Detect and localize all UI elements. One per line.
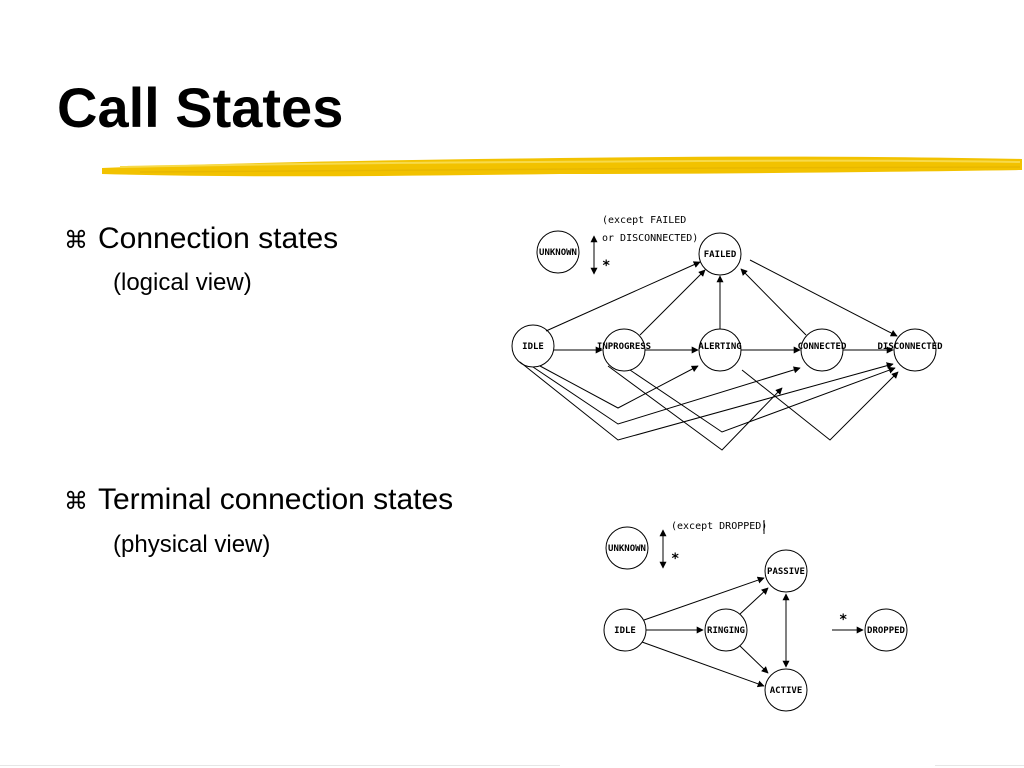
state-node-dropped bbox=[864, 608, 908, 652]
connection-note-line1: (except FAILED bbox=[602, 215, 686, 226]
terminal-connection-states-diagram: UNKNOWN PASSIVE IDLE RINGING ACTIVE DROP… bbox=[603, 520, 908, 712]
transition-ringing-active bbox=[739, 645, 769, 674]
transition-inprogress-connected bbox=[607, 365, 783, 451]
state-label-ringing: RINGING bbox=[707, 626, 745, 636]
state-label-connected: CONNECTED bbox=[798, 342, 847, 352]
connection-states-diagram: UNKNOWN FAILED IDLE INPROGRESS ALERTING … bbox=[511, 215, 943, 451]
transition-idle-alerting bbox=[539, 365, 699, 409]
footer-divider-right bbox=[935, 765, 1024, 766]
bullet-terminal-connection-states: ⌘ Terminal connection states bbox=[64, 485, 453, 515]
state-label-alerting: ALERTING bbox=[698, 342, 741, 352]
state-node-active bbox=[764, 668, 808, 712]
terminal-star-left: * bbox=[671, 551, 679, 567]
terminal-note: (except DROPPED) bbox=[671, 521, 767, 532]
transition-idle-failed bbox=[545, 261, 701, 332]
transition-idle-active bbox=[641, 641, 765, 688]
transition-connected-failed bbox=[740, 268, 807, 336]
state-node-unknown bbox=[536, 230, 580, 274]
sub-bullet-physical-view: (physical view) bbox=[113, 531, 271, 558]
state-label-active: ACTIVE bbox=[770, 686, 803, 696]
bullet-text: Terminal connection states bbox=[98, 483, 454, 516]
transition-idle-disconnected bbox=[519, 361, 894, 441]
state-label-disconnected: DISCONNECTED bbox=[877, 342, 943, 352]
transition-alerting-disconnected bbox=[741, 369, 899, 441]
transition-inprogress-disconnected bbox=[629, 366, 896, 433]
state-label-unknown: UNKNOWN bbox=[608, 544, 646, 554]
transition-inprogress-failed bbox=[639, 269, 706, 336]
state-node-passive bbox=[764, 549, 808, 593]
command-key-bullet-icon: ⌘ bbox=[64, 487, 88, 515]
transition-failed-disconnected bbox=[749, 259, 898, 337]
transition-idle-passive bbox=[643, 576, 765, 621]
connection-star: * bbox=[602, 258, 610, 274]
state-node-disconnected bbox=[893, 328, 937, 372]
command-key-bullet-icon: ⌘ bbox=[64, 226, 88, 254]
sub-bullet-logical-view: (logical view) bbox=[113, 269, 252, 296]
state-label-inprogress: INPROGRESS bbox=[597, 342, 651, 352]
state-label-unknown: UNKNOWN bbox=[539, 248, 577, 258]
bullet-text: Connection states bbox=[98, 222, 339, 255]
state-label-idle: IDLE bbox=[522, 342, 544, 352]
state-label-passive: PASSIVE bbox=[767, 567, 805, 577]
state-node-ringing bbox=[704, 608, 748, 652]
state-label-dropped: DROPPED bbox=[867, 626, 906, 636]
state-label-failed: FAILED bbox=[704, 250, 737, 260]
transition-ringing-passive bbox=[739, 587, 769, 615]
yellow-brush-underline bbox=[102, 156, 1022, 177]
state-label-idle: IDLE bbox=[614, 626, 636, 636]
transition-idle-connected bbox=[532, 366, 801, 425]
footer-divider-left bbox=[0, 765, 560, 766]
state-node-failed bbox=[698, 232, 742, 276]
slide-title: Call States bbox=[57, 76, 344, 139]
terminal-star-right: * bbox=[839, 612, 847, 628]
connection-note-line2: or DISCONNECTED) bbox=[602, 233, 698, 244]
bullet-connection-states: ⌘ Connection states bbox=[64, 224, 338, 254]
state-node-unknown bbox=[605, 526, 649, 570]
